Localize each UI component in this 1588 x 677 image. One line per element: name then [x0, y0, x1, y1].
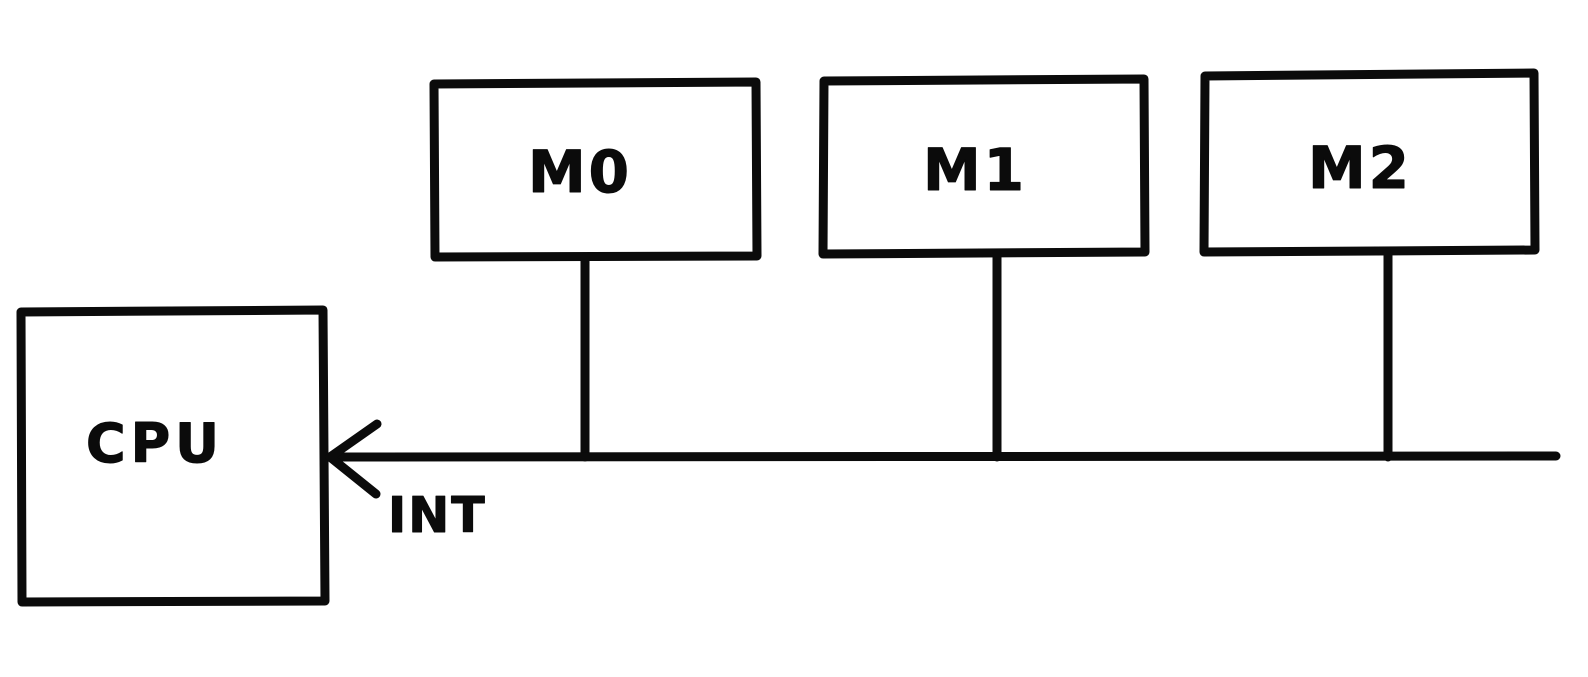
m0-box-outline — [429, 77, 762, 262]
int-label: INT — [388, 487, 487, 544]
m2-label: M2 — [1308, 134, 1412, 202]
cpu-box-outline — [16, 305, 330, 607]
m2-box-outline — [1199, 68, 1540, 257]
m1-box-outline — [818, 74, 1150, 259]
node-m2[interactable]: M2 — [1199, 68, 1540, 257]
node-cpu[interactable]: CPU — [16, 305, 330, 607]
m0-label: M0 — [528, 138, 632, 206]
node-m1[interactable]: M1 — [818, 74, 1150, 259]
node-m0[interactable]: M0 — [429, 77, 762, 262]
cpu-label: CPU — [86, 412, 224, 475]
arrow-head-icon — [325, 419, 382, 499]
m1-label: M1 — [923, 136, 1027, 204]
interrupt-bus-line — [327, 451, 1561, 462]
